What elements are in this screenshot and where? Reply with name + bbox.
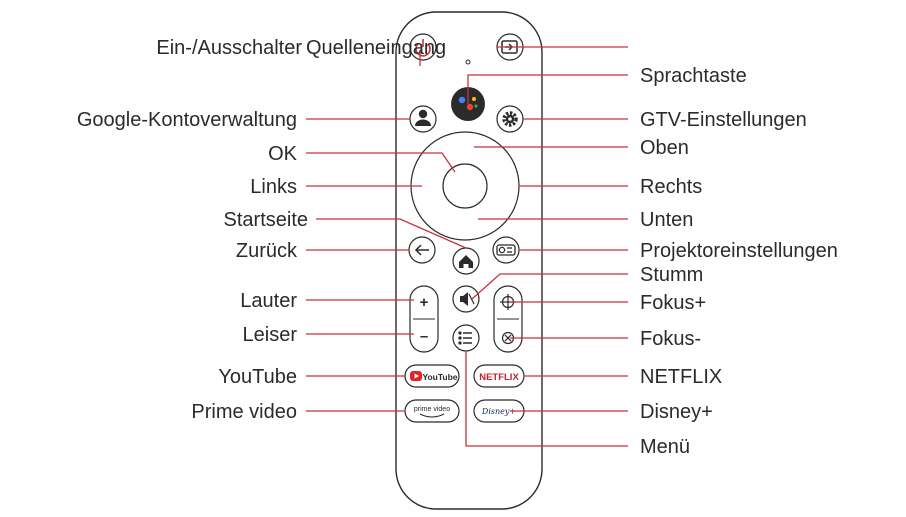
home-button <box>452 247 480 275</box>
label-menu: Menü <box>640 436 690 458</box>
account-button <box>409 105 437 133</box>
focus-rocker <box>493 285 523 353</box>
label-voice: Sprachtaste <box>640 65 747 87</box>
label-prime: Prime video <box>191 401 297 423</box>
netflix-button: NETFLIX <box>473 364 525 388</box>
label-projector: Projektoreinstellungen <box>640 240 838 262</box>
netflix-button-text: NETFLIX <box>479 372 519 383</box>
label-gtv: GTV-Einstellungen <box>640 109 807 131</box>
label-source: Quelleneingang <box>306 37 446 59</box>
leader-voice <box>467 74 628 104</box>
mute-button <box>452 285 480 313</box>
volume-rocker: + – <box>409 285 439 353</box>
menu-list-icon <box>458 331 472 345</box>
label-google-account: Google-Kontoverwaltung <box>77 109 297 131</box>
label-fokus-minus: Fokus- <box>640 328 701 350</box>
label-ok: OK <box>268 143 298 165</box>
back-button <box>408 236 436 264</box>
projector-icon <box>496 244 516 256</box>
status-led <box>465 59 471 65</box>
label-youtube: YouTube <box>218 366 297 388</box>
ok-button <box>442 163 488 209</box>
label-leiser: Leiser <box>243 324 298 346</box>
label-oben: Oben <box>640 137 689 159</box>
power-button <box>409 33 437 61</box>
menu-button <box>452 324 480 352</box>
labels-right: Sprachtaste GTV-Einstellungen Oben Recht… <box>640 65 838 458</box>
volume-plus-glyph: + <box>420 294 429 311</box>
leader-lines-left <box>306 50 467 412</box>
power-icon <box>415 39 431 57</box>
prime-smile-icon <box>419 413 445 418</box>
label-rechts: Rechts <box>640 176 702 198</box>
youtube-button: YouTube <box>404 364 460 388</box>
google-assistant-icon <box>458 96 478 111</box>
leader-lines-right <box>465 46 628 447</box>
gear-icon <box>502 111 518 127</box>
prime-video-button: prime video <box>404 399 460 423</box>
disney-button-text: Disney+ <box>481 407 516 416</box>
leader-startseite <box>316 218 467 249</box>
label-lauter: Lauter <box>240 290 297 312</box>
label-startseite: Startseite <box>224 209 308 231</box>
label-netflix: NETFLIX <box>640 366 722 388</box>
home-icon <box>459 255 473 268</box>
leader-menu <box>465 351 628 447</box>
leader-stumm <box>471 273 628 300</box>
arrow-left-icon <box>414 244 429 256</box>
leader-ok <box>306 152 456 173</box>
volume-minus-glyph: – <box>420 328 428 345</box>
label-zurueck: Zurück <box>236 240 298 262</box>
label-stumm: Stumm <box>640 264 703 286</box>
prime-video-button-text: prime video <box>414 406 450 413</box>
label-fokus-plus: Fokus+ <box>640 292 706 314</box>
projector-settings-button <box>492 236 520 264</box>
label-unten: Unten <box>640 209 693 231</box>
label-links: Links <box>250 176 297 198</box>
gtv-settings-button <box>496 105 524 133</box>
speaker-mute-icon <box>460 292 475 306</box>
youtube-button-text: YouTube <box>422 372 457 382</box>
person-icon <box>415 109 431 126</box>
labels-left: Ein-/Ausschalter Quelleneingang Google-K… <box>77 37 446 423</box>
label-disney: Disney+ <box>640 401 713 423</box>
label-power: Ein-/Ausschalter <box>156 37 302 59</box>
